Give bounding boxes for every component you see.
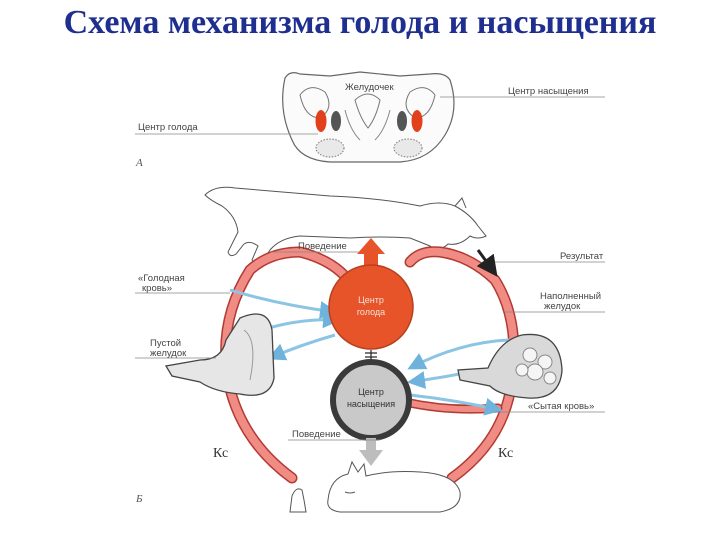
label-result: Результат: [560, 251, 604, 262]
hunger-center: [328, 264, 414, 350]
hunger-nerve-arrow-2: [261, 310, 341, 332]
brain-section: [282, 71, 455, 163]
satiety-center-label-1: Центр: [358, 387, 384, 397]
fed-blood-nerve-arrow: [409, 393, 503, 416]
label-kc-right: Кс: [498, 446, 513, 461]
label-hungry-blood-1: «Голодная: [138, 273, 185, 284]
page-title: Схема механизма голода и насыщения: [63, 4, 657, 41]
behavior-down-arrow: [359, 438, 383, 466]
mouse-illustration: [289, 488, 307, 513]
label-behavior-bottom: Поведение: [292, 429, 341, 440]
label-full-stomach-2: желудок: [544, 301, 581, 312]
label-fed-blood: «Сытая кровь»: [528, 401, 594, 412]
label-behavior-top: Поведение: [298, 241, 347, 252]
satiety-center-left-dot: [331, 111, 341, 131]
satiety-center-right-dot: [397, 111, 407, 131]
label-hunger-center-a: Центр голода: [138, 122, 198, 133]
behavior-up-arrow: [357, 238, 385, 268]
empty-stomach-nerve-arrow: [267, 333, 336, 361]
label-satiety-center-a: Центр насыщения: [508, 86, 589, 97]
hunger-center-label-2: голода: [357, 307, 385, 317]
sleeping-cat-illustration: [327, 460, 461, 513]
hunger-center-label-1: Центр: [358, 295, 384, 305]
label-stomach-ventricle: Желудочек: [345, 82, 394, 93]
label-kc-left: Кс: [213, 446, 228, 461]
result-arrow: [476, 249, 498, 277]
panel-a-letter: А: [135, 157, 143, 169]
satiety-center-label-2: насыщения: [347, 399, 395, 409]
hunger-center-right-dot: [411, 110, 423, 132]
full-stomach-illustration: [457, 333, 563, 399]
hunger-center-left-dot: [315, 110, 327, 132]
label-empty-stomach-2: желудок: [150, 348, 187, 359]
satiety-nerve-arrow-1: [407, 338, 511, 370]
hunger-nerve-arrow-1: [229, 288, 338, 320]
panel-b-letter: Б: [135, 493, 143, 505]
label-hungry-blood-2: кровь»: [142, 283, 172, 294]
label-full-stomach-1: Наполненный: [540, 291, 601, 302]
label-empty-stomach-1: Пустой: [150, 338, 181, 349]
